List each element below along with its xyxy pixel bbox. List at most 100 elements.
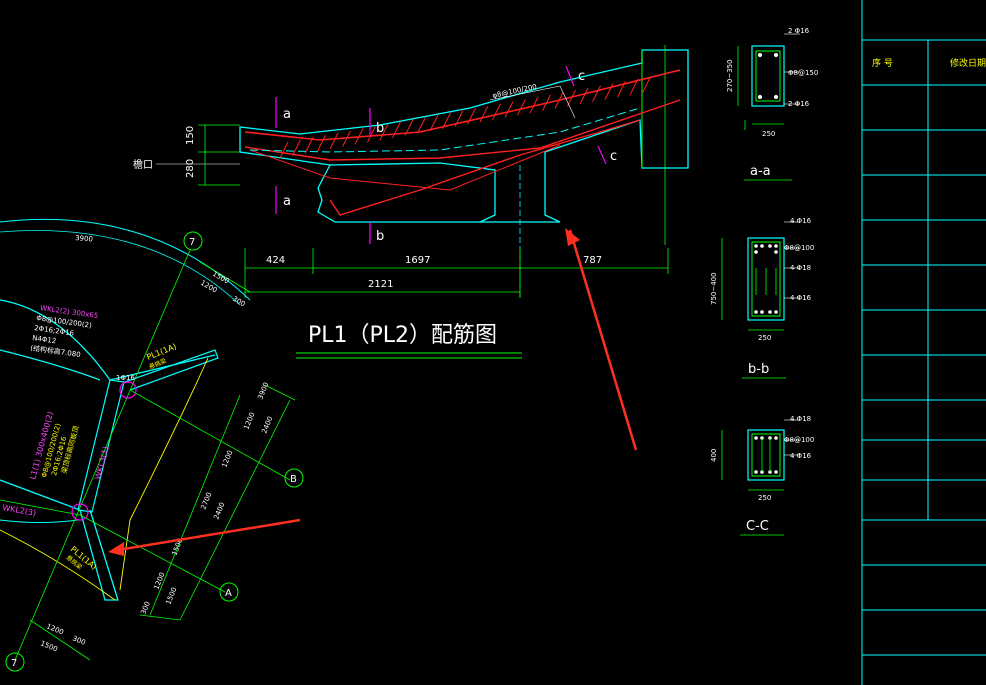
section-b-stirrup [751,241,781,317]
plan-view: 7 B A 7 WKL2(2) 300x65 Φ8@100/200(2) 2Φ1… [0,218,304,672]
section-c-top-bar: 4 Φ18 [790,415,811,423]
section-b-bottom-bar: 4 Φ16 [790,294,812,302]
stirrup-mark [642,76,651,93]
plan-dim-1200b: 1200 [152,571,166,591]
arrow-to-elevation [568,229,638,451]
grid-bubble-7-top [183,231,203,251]
top-rebar [244,69,681,141]
dim-280: 280 [185,159,196,178]
inclined-rebar [329,119,641,216]
vertical-dimensions [198,124,240,186]
stirrup-mark [579,87,589,105]
arrow-to-plan [117,518,301,552]
cut-label-a1: a [283,107,291,122]
stirrup-mark [567,90,576,107]
beam-wkl2-edge-2 [0,349,101,381]
stirrup-mark [417,117,426,134]
plan-dim-1200bl: 1200 [45,622,65,636]
plan-dim-300b: 300 [139,600,151,615]
stirrup-note: φ8@100/200 [492,83,538,100]
section-a-height: 270~350 [726,59,734,92]
horizontal-dimensions [244,248,669,298]
beam-wkl2-elev: (结构标高7.080 [30,343,82,359]
grid-B: B [290,474,297,485]
section-c-label: C-C [746,519,769,534]
section-b-label: b-b [748,362,769,377]
dim-787: 787 [583,255,602,266]
section-c-width: 250 [758,494,771,502]
section-c-bottom-bar: 4 Φ16 [790,452,812,460]
dim-150: 150 [185,126,196,145]
section-c-stirrup [751,433,781,477]
annotation-arrows [108,228,638,556]
cut-label-b2: b [376,229,384,244]
column-marker-bottom [71,503,89,521]
stirrup-mark [304,137,314,154]
section-a-concrete [751,45,785,107]
grid-7-bottom: 7 [11,658,17,669]
section-c-stirrup-label: Φ8@100 [784,436,814,444]
beam-concrete-outline [239,49,689,223]
bent-rebar [249,144,561,191]
grid-bubble-7-bottom [5,652,25,672]
beam-l1-outline [77,379,125,513]
stirrup-mark [354,128,364,145]
dashed-rebar [249,107,641,153]
note-leader-tail [559,85,576,119]
beam-wkl2-rebar3: N4Φ12 [32,334,57,345]
section-c-concrete [747,429,785,481]
plan-dim-2400m: 2400 [212,501,226,521]
section-a-stirrup-label: Φ8@150 [788,69,818,77]
stirrup-mark [479,105,489,123]
bottom-rebar [244,99,681,161]
slab-edge-yellow [119,357,209,591]
stirrup-mark [467,108,476,125]
stirrup-mark [517,99,526,116]
dim-2121: 2121 [368,279,393,290]
plan-dim-1200r: 1200 [242,411,256,431]
section-c-ties [761,438,771,472]
beam-wkl2-edge [0,299,216,381]
stirrup-mark [529,96,539,114]
note-leader [489,85,561,101]
stirrup-mark [442,112,451,129]
beam-wkl2-3-edge-2 [0,519,79,523]
beam-wkl2-3-label: WKL2(3) [2,503,37,518]
section-c-c: 400 250 4 Φ18 Φ8@100 4 Φ16 C-C [710,415,814,536]
stirrup-mark [629,78,639,96]
grid-A: A [225,588,232,599]
plan-dim-1500bl2: 1500 [39,639,59,653]
cut-mark-c-bottom [597,145,607,165]
cut-mark-c-top [565,65,575,87]
grid-bubble-B [284,468,304,488]
plan-grid-lines [0,249,296,661]
stirrup-mark [317,135,326,152]
section-c-height: 400 [710,449,718,462]
plan-dim-1200a: 1200 [199,279,218,295]
plan-dim-3900: 3900 [75,234,93,244]
revision-table-rows [862,39,986,656]
beam-wkl3-label: WKL3(1) [93,445,111,480]
arrow-head-plan [108,542,124,556]
section-b-top-bar: 4 Φ16 [790,217,812,225]
cut-label-b1: b [376,121,384,136]
column-mark: 1Φ16 [116,374,135,382]
stirrup-mark [617,81,626,98]
stirrup-mark [592,85,601,102]
section-b-ties [755,268,777,295]
grid-bubble-A [219,582,239,602]
stirrup-mark [404,119,414,136]
plan-dim-300bl: 300 [71,634,86,646]
stirrup-mark [542,94,551,111]
plan-dim-1500bl: 1500 [164,586,178,606]
section-a-bottom-bar: 2 Φ16 [788,100,810,108]
section-a-width: 250 [762,130,775,138]
section-b-height: 750~400 [710,272,718,305]
stirrup-mark [279,141,289,159]
dim-424: 424 [266,255,285,266]
stirrup-mark [429,114,439,132]
section-b-concrete [747,237,785,321]
section-b-mid-bar: 4 Φ18 [790,264,811,272]
beam-soffit-line [317,164,480,223]
